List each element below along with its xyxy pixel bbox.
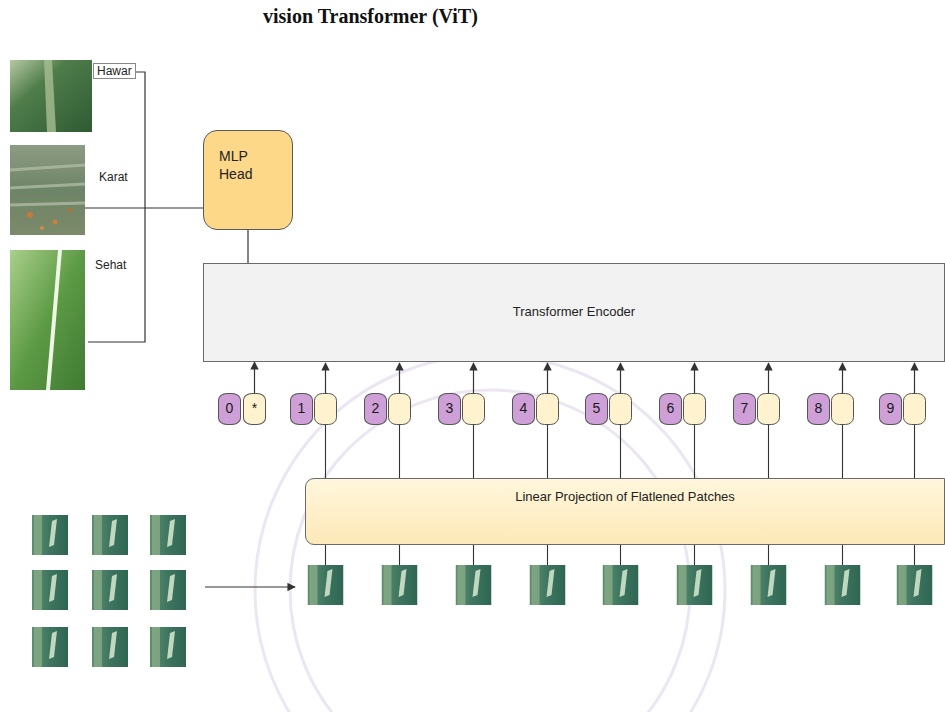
embedding-token (832, 394, 854, 425)
image-patch (32, 570, 68, 610)
flatten-arrow (205, 586, 295, 587)
class-label: Hawar (93, 63, 136, 79)
image-patch (456, 565, 492, 605)
leaf-hawar (10, 60, 92, 132)
patch-sequence (308, 565, 933, 605)
diagram-title: vision Transformer (ViT) (263, 5, 478, 28)
embedding-token (758, 394, 780, 425)
embedding-token (315, 394, 337, 425)
image-patch (92, 627, 128, 667)
image-patch (603, 565, 639, 605)
token-arrows (326, 363, 915, 393)
embedding-token (463, 394, 485, 425)
mlp-head-box: MLP Head (203, 130, 293, 230)
node-text: Transformer Encoder (513, 304, 635, 320)
embedding-token (684, 394, 706, 425)
leaf-sehat (10, 250, 85, 390)
image-patch (32, 515, 68, 555)
image-patch (150, 515, 186, 555)
node-text: 3 (446, 400, 454, 418)
node-text: Linear Projection of Flatlened Patches (515, 489, 735, 505)
node-text: 1 (298, 400, 306, 418)
embedding-token (904, 394, 926, 425)
embedding-token (389, 394, 411, 425)
node-text: MLP Head (219, 148, 259, 183)
position-embedding: 1 (290, 393, 313, 425)
token-arrow (914, 363, 915, 393)
rust-spot (40, 226, 44, 230)
token-arrow (547, 363, 548, 393)
position-embedding: 7 (733, 393, 756, 425)
connector (247, 230, 248, 263)
token-arrow (694, 363, 695, 393)
position-embedding: 4 (512, 393, 535, 425)
position-embedding: 5 (585, 393, 608, 425)
token-arrow (620, 363, 621, 393)
node-text: 0 (226, 400, 234, 418)
leaf-karat (10, 145, 85, 235)
token-arrow (473, 363, 474, 393)
position-embedding: 9 (879, 393, 902, 425)
leaf-streak (10, 165, 85, 205)
leaf-vein (46, 250, 62, 390)
image-patch (32, 627, 68, 667)
leaf-photo (10, 145, 85, 235)
class-token: * (243, 393, 266, 425)
image-patch (150, 627, 186, 667)
token-arrow (842, 363, 843, 393)
position-embedding: 3 (438, 393, 461, 425)
leaf-photo (10, 60, 92, 132)
connector (254, 362, 255, 393)
image-patch (150, 570, 186, 610)
class-bracket (85, 72, 203, 342)
bracket-line (85, 207, 203, 208)
image-patch (308, 565, 344, 605)
leaf-vein (44, 60, 56, 132)
node-text: 8 (815, 400, 823, 418)
watermark-ring (290, 390, 690, 712)
position-embedding: 8 (807, 393, 830, 425)
encoder-block: Transformer Encoder (203, 263, 945, 362)
position-embedding: 2 (364, 393, 387, 425)
node-text: 2 (372, 400, 380, 418)
node-text: 5 (593, 400, 601, 418)
token-arrow (325, 363, 326, 393)
token-arrow (768, 363, 769, 393)
rust-spot (68, 208, 72, 212)
bracket-line (88, 72, 145, 342)
image-patch (382, 565, 418, 605)
class-label: Sehat (95, 258, 126, 272)
image-patch (751, 565, 787, 605)
node-text: 9 (887, 400, 895, 418)
embedding-token (537, 394, 559, 425)
class-label: Karat (99, 170, 128, 184)
node-text: 6 (667, 400, 675, 418)
image-patch (530, 565, 566, 605)
patch-wire (326, 545, 915, 565)
token-arrow (399, 363, 400, 393)
image-patch (677, 565, 713, 605)
patch-grid (32, 515, 186, 667)
leaf-photo (10, 250, 85, 390)
image-patch (92, 570, 128, 610)
patch-embeddings (315, 394, 926, 425)
position-embedding: 6 (659, 393, 682, 425)
rust-spot (27, 212, 33, 218)
embedding-wire (326, 425, 915, 478)
image-patch (825, 565, 861, 605)
image-patch (897, 565, 933, 605)
embedding-token (610, 394, 632, 425)
node-text: 7 (741, 400, 749, 418)
position-embedding: 0 (218, 393, 241, 425)
rust-spot (53, 220, 58, 225)
node-text: 4 (520, 400, 528, 418)
node-text: * (252, 400, 257, 418)
projection-block: Linear Projection of Flatlened Patches (305, 478, 945, 545)
image-patch (92, 515, 128, 555)
